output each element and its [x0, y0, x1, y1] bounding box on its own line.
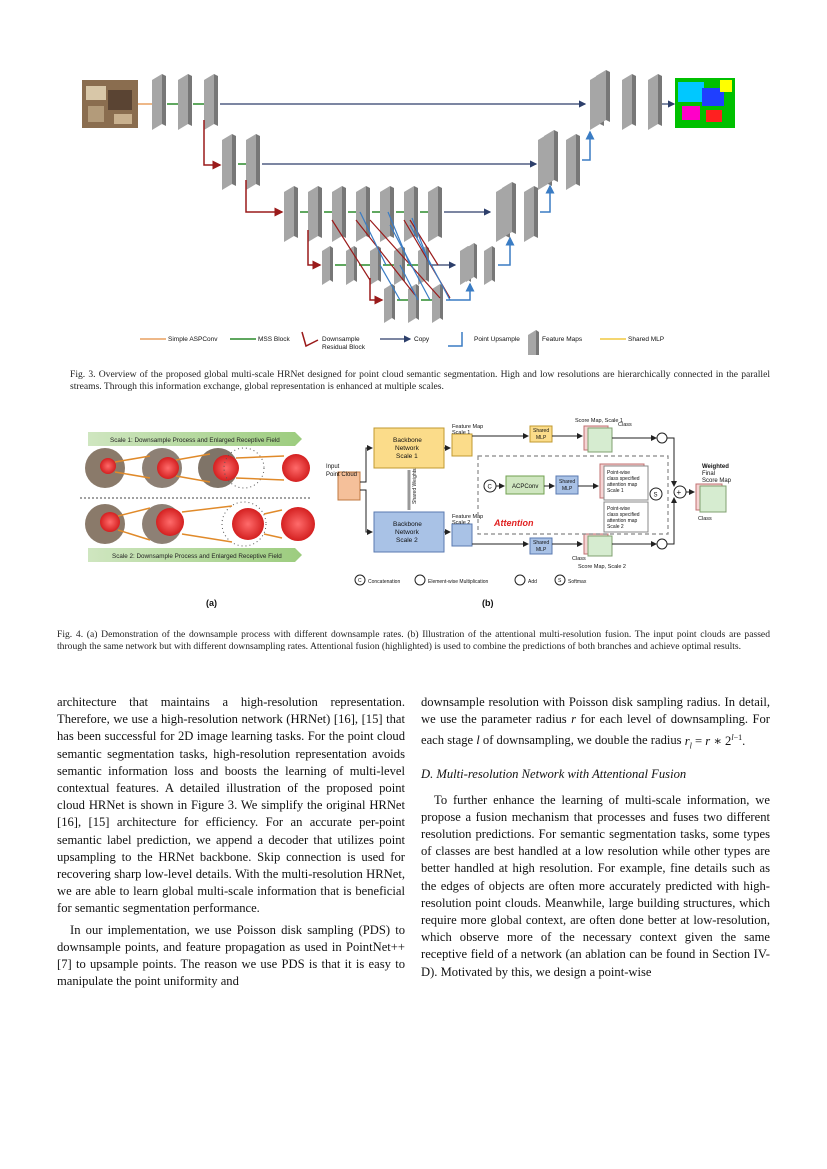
legend-shared-mlp: Shared MLP: [628, 336, 664, 343]
legend-copy: Copy: [414, 336, 430, 343]
left-paragraph-1: architecture that maintains a high-resol…: [57, 695, 405, 916]
shared-weights-label: Shared Weights: [412, 468, 418, 504]
figure-4-caption: Fig. 4. (a) Demonstration of the downsam…: [57, 629, 770, 652]
svg-text:Class: Class: [618, 422, 632, 428]
section-heading: D. Multi-resolution Network with Attenti…: [421, 767, 687, 782]
left-paragraph-2: In our implementation, we use Poisson di…: [57, 922, 405, 989]
score-map-1-label: Score Map, Scale 1: [575, 418, 623, 424]
left-column: architecture that maintains a high-resol…: [57, 694, 405, 990]
svg-text:S: S: [558, 578, 562, 584]
radius-equation: rl = r ∗ 2l−1.: [684, 732, 746, 751]
svg-text:Scale 2: Scale 2: [452, 520, 470, 526]
legend: Simple ASPConv MSS Block Downsample Resi…: [140, 330, 664, 369]
svg-text:C: C: [488, 485, 493, 491]
input-label-2: Point Cloud: [326, 472, 357, 478]
panel-b-label: (b): [482, 598, 494, 608]
legend-residual: Residual Block: [322, 344, 366, 351]
figure-4: Scale 1: Downsample Process and Enlarged…: [70, 412, 770, 617]
svg-text:Network: Network: [395, 529, 420, 536]
legend-mss-block: MSS Block: [258, 336, 291, 343]
right-paragraph-2: To further enhance the learning of multi…: [421, 792, 770, 979]
svg-text:Backbone: Backbone: [393, 521, 422, 528]
output-segmentation-image: [675, 78, 735, 128]
svg-text:S: S: [654, 493, 658, 499]
scale1-sequence: [85, 447, 310, 489]
attentional-fusion-diagram: Scale 1: Downsample Process and Enlarged…: [80, 418, 732, 608]
svg-text:attention map: attention map: [607, 482, 638, 488]
svg-text:MLP: MLP: [536, 435, 547, 441]
input-label-1: Input: [326, 464, 340, 470]
legend-add: Add: [528, 579, 537, 585]
figure-3: Simple ASPConv MSS Block Downsample Resi…: [70, 60, 770, 369]
svg-text:Scale 1: Scale 1: [396, 453, 418, 460]
svg-text:MLP: MLP: [536, 547, 547, 553]
svg-text:Scale 2: Scale 2: [396, 537, 418, 544]
svg-text:Class: Class: [572, 556, 586, 562]
svg-text:Weighted: Weighted: [702, 464, 729, 470]
svg-text:Feature Map: Feature Map: [452, 424, 483, 430]
svg-text:MLP: MLP: [562, 486, 573, 492]
figure-3-caption: Fig. 3. Overview of the proposed global …: [70, 369, 770, 392]
svg-text:Point-wise: Point-wise: [607, 470, 630, 476]
legend-downsample: Downsample: [322, 336, 360, 343]
svg-text:Scale 1: Scale 1: [607, 488, 624, 494]
scale1-label: Scale 1: Downsample Process and Enlarged…: [110, 437, 280, 444]
svg-text:Shared: Shared: [533, 428, 549, 434]
svg-text:Final: Final: [702, 471, 715, 477]
acpconv-label: ACPConv: [512, 484, 538, 490]
svg-text:Score Map: Score Map: [702, 478, 732, 484]
legend-multiplication: Element-wise Multiplication: [428, 579, 489, 585]
scale2-label: Scale 2: Downsample Process and Enlarged…: [112, 553, 282, 560]
svg-text:+: +: [677, 488, 682, 497]
svg-text:Shared: Shared: [533, 540, 549, 546]
svg-text:Feature Map: Feature Map: [452, 514, 483, 520]
svg-text:Network: Network: [395, 445, 420, 452]
svg-text:Shared: Shared: [559, 479, 575, 485]
legend-softmax: Softmax: [568, 579, 587, 585]
scale2-sequence: [85, 501, 315, 547]
svg-text:attention map: attention map: [607, 518, 638, 524]
svg-text:Class: Class: [698, 516, 712, 522]
panel-a-label: (a): [206, 598, 217, 608]
svg-text:Scale 1: Scale 1: [452, 430, 470, 436]
legend-feature-maps: Feature Maps: [542, 336, 583, 343]
legend-point-upsample: Point Upsample: [474, 336, 520, 343]
svg-text:class specified: class specified: [607, 512, 640, 518]
svg-text:C: C: [358, 578, 362, 584]
svg-text:Backbone: Backbone: [393, 437, 422, 444]
legend-concatenation: Concatenation: [368, 579, 400, 585]
svg-text:Point-wise: Point-wise: [607, 506, 630, 512]
attention-label: Attention: [493, 518, 534, 528]
score-map-2-label: Score Map, Scale 2: [578, 564, 626, 570]
right-paragraph-1: downsample resolution with Poisson disk …: [421, 695, 770, 751]
svg-text:class specified: class specified: [607, 476, 640, 482]
legend-simple-aspconv: Simple ASPConv: [168, 336, 218, 343]
svg-text:Scale 2: Scale 2: [607, 524, 624, 530]
hrnet-diagram: Simple ASPConv MSS Block Downsample Resi…: [82, 70, 735, 369]
right-column: downsample resolution with Poisson disk …: [421, 694, 770, 981]
input-room-image: [82, 80, 138, 128]
